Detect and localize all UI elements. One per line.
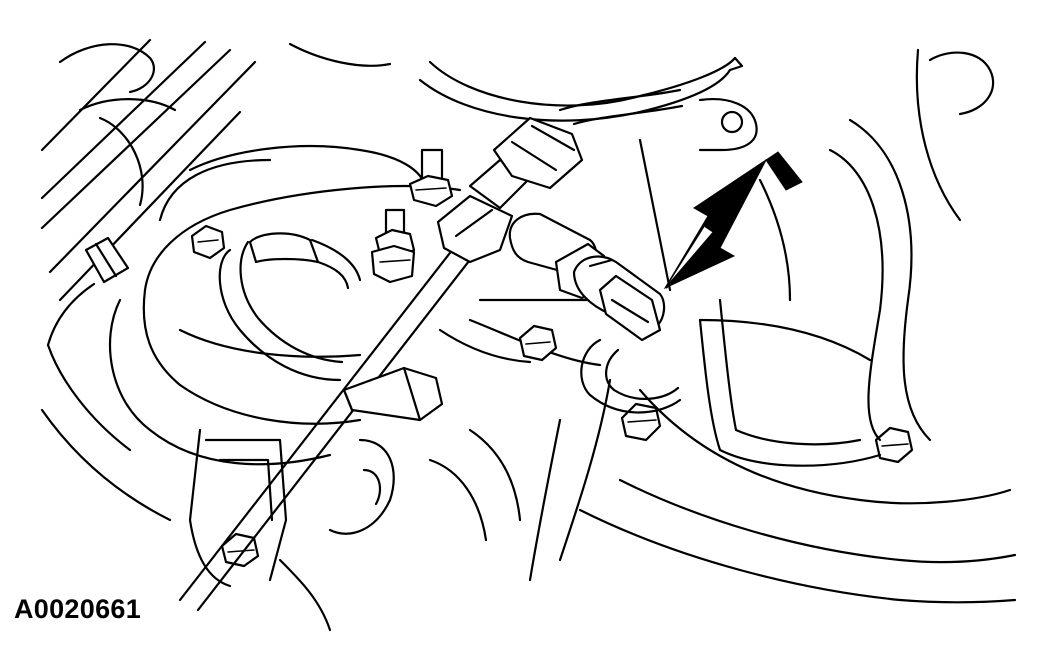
bolt-upper-left (190, 224, 226, 260)
bent-tube-left (218, 232, 362, 382)
hex-bar (342, 366, 444, 422)
figure-id-label: A0020661 (14, 594, 142, 624)
stud-nut-lower (370, 208, 416, 284)
arrow-icon (663, 151, 803, 290)
tube-end-fitting (46, 236, 130, 347)
right-casing (528, 48, 1017, 604)
bolt-center-front (518, 324, 558, 362)
bent-tube-right (580, 338, 682, 414)
bolt-far-right (874, 426, 914, 464)
upper-left-housing (40, 38, 744, 302)
long-rod (178, 238, 478, 612)
stud-nut-upper (408, 148, 454, 208)
sensor-connector (508, 212, 666, 342)
bolt-lower-right (620, 402, 662, 442)
bolt-bottom-left (220, 532, 260, 568)
lower-bracket (188, 428, 522, 632)
hex-coupling (436, 88, 684, 264)
